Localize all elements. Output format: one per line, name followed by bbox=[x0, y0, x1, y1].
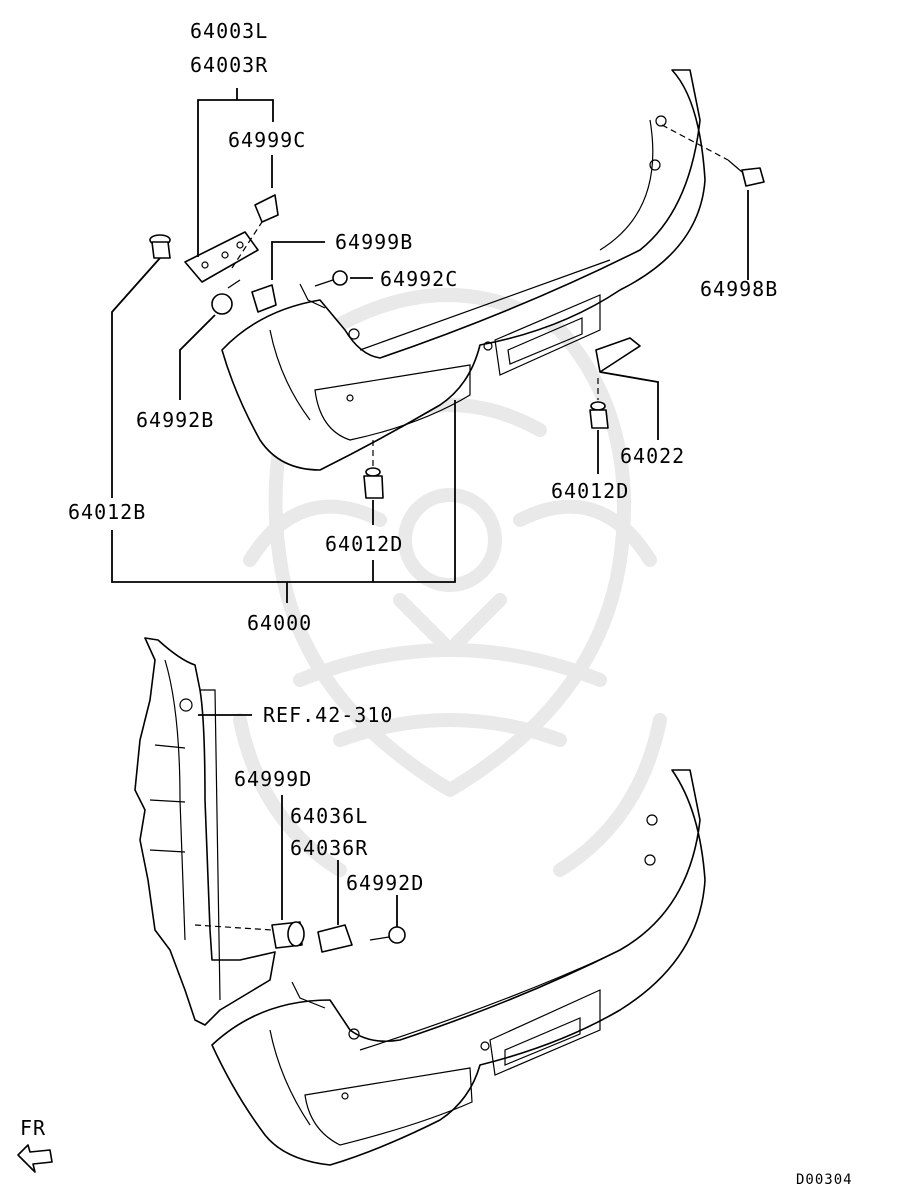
clip-64999B bbox=[251, 283, 326, 313]
label-64012D-right: 64012D bbox=[551, 479, 629, 503]
label-64022: 64022 bbox=[620, 444, 685, 468]
front-direction-arrow-icon bbox=[17, 1144, 53, 1173]
screw-64992D bbox=[369, 926, 406, 944]
rear-bumper-installed bbox=[211, 769, 706, 1166]
rear-bumper-exploded bbox=[221, 69, 706, 471]
label-64003L: 64003L bbox=[190, 19, 268, 43]
diagram-code: D00304 bbox=[796, 1172, 853, 1187]
label-64992B: 64992B bbox=[136, 408, 214, 432]
label-ref: REF.42-310 bbox=[263, 703, 393, 727]
label-64992C: 64992C bbox=[380, 267, 458, 291]
body-quarter-panel bbox=[134, 637, 276, 1026]
label-64036R: 64036R bbox=[290, 836, 368, 860]
label-64000: 64000 bbox=[247, 611, 312, 635]
fastener-64012D-center bbox=[363, 467, 384, 499]
label-64999B: 64999B bbox=[335, 230, 413, 254]
label-64012D-center: 64012D bbox=[325, 532, 403, 556]
fastener-64012D-right bbox=[589, 401, 609, 429]
clip-64999D bbox=[271, 921, 305, 949]
bolt-64998B bbox=[727, 159, 765, 187]
label-64992D: 64992D bbox=[346, 871, 424, 895]
label-64998B: 64998B bbox=[700, 277, 778, 301]
screw-64992C bbox=[314, 270, 348, 287]
screw-64992B bbox=[211, 279, 241, 315]
label-64999C: 64999C bbox=[228, 128, 306, 152]
label-64003R: 64003R bbox=[190, 53, 268, 77]
label-64036L: 64036L bbox=[290, 804, 368, 828]
fastener-64012B bbox=[149, 234, 171, 259]
cover-64022 bbox=[595, 337, 641, 373]
direction-marker: FR bbox=[20, 1116, 46, 1140]
bracket-64036 bbox=[317, 924, 353, 953]
label-64999D: 64999D bbox=[234, 767, 312, 791]
clip-64999C bbox=[254, 194, 279, 223]
label-64012B: 64012B bbox=[68, 500, 146, 524]
side-bracket bbox=[184, 231, 259, 283]
